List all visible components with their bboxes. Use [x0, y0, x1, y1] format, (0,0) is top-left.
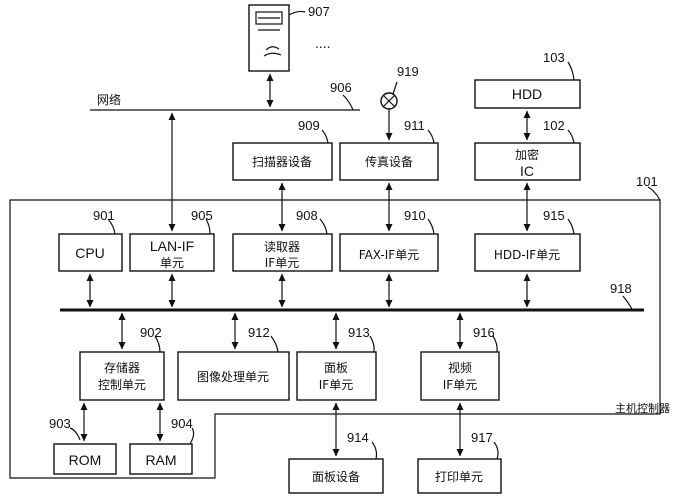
ref-leader-103 [567, 61, 575, 81]
fax-symbol-ref: 919 [397, 64, 419, 79]
memory-controller-label-2: 控制单元 [98, 378, 146, 392]
ref-leader-914 [371, 441, 378, 460]
fax-line-symbol [380, 92, 398, 110]
ref-leader-909 [321, 129, 329, 144]
computer-icon [248, 4, 290, 72]
crypto-ic-label-2: IC [520, 163, 534, 179]
ref-leader-902 [154, 335, 161, 353]
panel-device-label: 面板设备 [312, 470, 360, 484]
ref-leader-915 [567, 218, 575, 235]
ref-leader-901 [107, 218, 116, 235]
ref-leader-919 [392, 81, 398, 95]
image-processing-ref: 912 [248, 325, 270, 340]
fax-device-label: 传真设备 [365, 154, 413, 169]
panel-if-label-1: 面板 [324, 361, 348, 375]
fax-if-label: FAX-IF单元 [359, 248, 419, 262]
video-if-box [420, 351, 500, 401]
lan-if-label-1: LAN-IF [150, 238, 194, 254]
panel-if-box [296, 351, 377, 401]
hdd-if-box [474, 233, 581, 272]
ref-leader-916 [492, 335, 498, 353]
fax-device-ref: 911 [404, 118, 425, 133]
ram-box [129, 443, 193, 475]
reader-if-ref: 908 [296, 208, 318, 223]
panel-if-label-2: IF单元 [319, 378, 353, 392]
main-controller-ref: 101 [636, 174, 658, 189]
scanner-ref: 909 [298, 118, 320, 133]
image-processing-label: 图像处理单元 [197, 370, 269, 384]
cpu-label: CPU [75, 245, 105, 261]
rom-label: ROM [69, 452, 102, 468]
fax-if-box [339, 233, 439, 272]
reader-if-label-2: IF单元 [265, 256, 299, 270]
video-if-label-1: 视频 [448, 360, 472, 375]
hdd-box [474, 79, 581, 109]
computer-ellipsis: .... [315, 35, 331, 51]
memory-controller-ref: 902 [140, 325, 162, 340]
rom-box [53, 443, 117, 475]
reader-if-label-1: 读取器 [264, 240, 300, 254]
reader-if-box [232, 233, 333, 272]
panel-if-ref: 913 [348, 325, 370, 340]
ref-leader-908 [319, 218, 328, 235]
video-if-ref: 916 [473, 325, 495, 340]
ref-leader-903 [69, 427, 81, 441]
ref-leader-912 [270, 335, 279, 353]
ref-leader-101 [647, 186, 661, 201]
ref-leader-904 [189, 427, 195, 445]
cpu-ref: 901 [93, 208, 115, 223]
system-bus-ref: 918 [610, 281, 632, 296]
ref-leader-917 [493, 441, 499, 460]
memory-controller-box [79, 351, 165, 401]
computer-ref: 907 [308, 4, 330, 19]
hdd-label: HDD [512, 86, 542, 102]
rom-ref: 903 [49, 416, 71, 431]
panel-device-box [288, 458, 384, 494]
fax-if-ref: 910 [404, 208, 426, 223]
network-ref: 906 [330, 80, 352, 95]
print-unit-box [417, 458, 502, 494]
ref-leader-102 [567, 129, 575, 144]
panel-device-ref: 914 [347, 430, 369, 445]
lan-if-ref: 905 [191, 208, 213, 223]
crypto-ic-ref: 102 [543, 118, 565, 133]
ref-leader-906 [342, 94, 354, 111]
lan-if-label-2: 单元 [160, 256, 184, 270]
video-if-label-2: IF单元 [443, 378, 477, 392]
ref-leader-905 [205, 218, 211, 235]
scanner-label: 扫描器设备 [252, 155, 312, 169]
hdd-if-ref: 915 [543, 208, 565, 223]
ref-leader-910 [427, 218, 435, 235]
cpu-box [58, 233, 123, 272]
scanner-box [232, 142, 333, 181]
image-processing-box [177, 351, 290, 401]
ref-leader-913 [369, 335, 375, 353]
crypto-ic-box [474, 142, 581, 181]
hdd-ref: 103 [543, 50, 565, 65]
fax-device-box [339, 142, 439, 181]
ref-leader-911 [427, 129, 435, 144]
ref-leader-907 [288, 10, 306, 16]
ref-leader-918 [622, 295, 633, 310]
hdd-if-label: HDD-IF单元 [494, 248, 560, 262]
print-unit-ref: 917 [471, 430, 493, 445]
ram-label: RAM [145, 452, 176, 468]
ram-ref: 904 [171, 416, 193, 431]
lan-if-box [129, 233, 215, 272]
main-controller-label: 主机控制器 [615, 401, 670, 415]
network-label: 网络 [97, 92, 121, 107]
memory-controller-label-1: 存储器 [104, 360, 140, 375]
crypto-ic-label-1: 加密 [515, 147, 539, 162]
print-unit-label: 打印单元 [435, 470, 483, 484]
